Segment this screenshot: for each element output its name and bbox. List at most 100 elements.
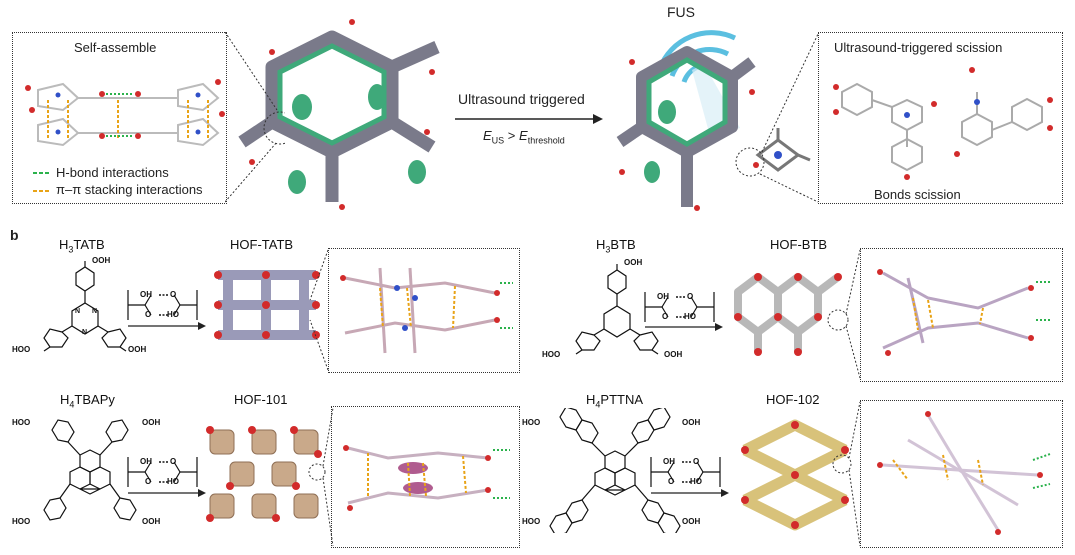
dimer-ho: HO xyxy=(167,310,179,319)
ligand-sub: 3 xyxy=(68,244,74,255)
dimer-oh: OH xyxy=(140,290,152,299)
self-assemble-box xyxy=(12,32,227,204)
framework-hof-tatb-illustration xyxy=(214,270,320,340)
hoo-group: HOO xyxy=(522,418,541,427)
zoom-box-hof-btb xyxy=(860,248,1063,382)
dimer-oh: OH xyxy=(663,457,675,466)
framework-hof-btb-illustration xyxy=(734,273,842,356)
ligand-prefix: H xyxy=(586,392,596,407)
dimer-o: O xyxy=(687,292,694,301)
framework-left-illustration xyxy=(238,19,440,210)
synthesis-arrow xyxy=(128,489,206,497)
panel-b-letter: b xyxy=(10,227,19,243)
ooh-group: OOH xyxy=(682,418,701,427)
scission-title: Ultrasound-triggered scission xyxy=(834,40,1003,55)
ooh-group: OOH xyxy=(624,258,643,267)
ooh-group: OOH xyxy=(142,517,161,526)
zoom-box-hof-102 xyxy=(860,400,1063,548)
molecule-h3btb xyxy=(575,264,659,355)
molecule-h4tbapy xyxy=(43,419,137,521)
dimer-o: O xyxy=(145,310,152,319)
ligand-prefix: H xyxy=(59,237,69,252)
ligand-prefix: H xyxy=(596,237,606,252)
broken-fragment-illustration xyxy=(753,128,811,172)
hbond-dimer-icon xyxy=(127,290,198,320)
ligand-label-h4pttna: H4PTTNA xyxy=(586,392,643,410)
svg-text:N: N xyxy=(92,308,97,315)
ooh-group: OOH xyxy=(128,345,147,354)
synthesis-arrow xyxy=(128,322,206,330)
zoom-connector-left xyxy=(225,32,285,203)
ooh-group: OOH xyxy=(682,517,701,526)
hbond-dimer-icon xyxy=(650,457,721,487)
ligand-suffix: PTTNA xyxy=(600,392,644,407)
ligand-sub: 4 xyxy=(595,399,601,410)
dimer-o: O xyxy=(693,457,700,466)
dimer-o: O xyxy=(668,477,675,486)
zoom-connector xyxy=(827,249,861,379)
ultrasound-arrow-label: Ultrasound triggered xyxy=(458,91,585,107)
scission-box xyxy=(818,32,1063,204)
framework-label-hof-101: HOF-101 xyxy=(234,392,288,407)
ooh-group: OOH xyxy=(664,350,683,359)
hbond-dimer-icon xyxy=(127,457,198,487)
framework-label-hof-btb: HOF-BTB xyxy=(770,237,828,252)
legend-pipi-swatch xyxy=(33,190,51,192)
hoo-group: HOO xyxy=(12,517,31,526)
ligand-prefix: H xyxy=(60,392,70,407)
legend-hbond-swatch xyxy=(33,172,51,174)
energy-condition: EUS > Ethreshold xyxy=(483,128,565,146)
hoo-group: HOO xyxy=(522,517,541,526)
hoo-group: HOO xyxy=(12,345,31,354)
dimer-o: O xyxy=(662,312,669,321)
ligand-label-h4tbapy: H4TBAPy xyxy=(60,392,115,410)
zoom-connector xyxy=(832,401,861,547)
hoo-group: HOO xyxy=(12,418,31,427)
ooh-group: OOH xyxy=(142,418,161,427)
stacking-detail-hof-tatb xyxy=(340,267,513,354)
energy-gt: > xyxy=(504,128,520,143)
framework-hof-101-illustration xyxy=(206,426,322,522)
dimer-ho: HO xyxy=(690,477,702,486)
scission-fragments-illustration xyxy=(833,67,1053,180)
bonds-scission-label: Bonds scission xyxy=(874,187,961,202)
synthesis-arrow xyxy=(645,323,723,331)
zoom-connector-right xyxy=(735,33,819,203)
energy-e-threshold: E xyxy=(519,128,528,143)
ligand-suffix: TBAPy xyxy=(74,392,115,407)
ligand-suffix: TATB xyxy=(73,237,105,252)
energy-e-us: E xyxy=(483,128,492,143)
dimer-oh: OH xyxy=(657,292,669,301)
synthesis-arrow xyxy=(651,489,729,497)
ooh-group: OOH xyxy=(92,256,111,265)
svg-text:N: N xyxy=(82,329,87,336)
energy-threshold-sub: threshold xyxy=(527,135,565,146)
dimer-oh: OH xyxy=(140,457,152,466)
fus-label: FUS xyxy=(667,4,695,20)
legend-pipi-label: π–π stacking interactions xyxy=(56,182,203,197)
dimer-stack-illustration xyxy=(25,79,225,147)
framework-hof-102-illustration xyxy=(741,419,849,531)
stacking-detail-hof-btb xyxy=(877,269,1052,356)
zoom-box-hof-101 xyxy=(331,406,520,548)
hbond-dimer-icon xyxy=(644,292,715,322)
ligand-sub: 4 xyxy=(69,399,75,410)
dimer-o: O xyxy=(170,457,177,466)
energy-us-sub: US xyxy=(491,135,505,146)
svg-text:N: N xyxy=(75,308,80,315)
zoom-connector xyxy=(309,249,329,371)
hoo-group: HOO xyxy=(542,350,561,359)
ligand-label-h3btb: H3BTB xyxy=(596,237,636,255)
dimer-o: O xyxy=(170,290,177,299)
stacking-detail-hof-101 xyxy=(343,445,510,511)
stacking-detail-hof-102 xyxy=(877,411,1051,535)
dimer-o: O xyxy=(145,477,152,486)
ligand-label-h3tatb: H3TATB xyxy=(59,237,105,255)
molecule-h4pttna xyxy=(549,408,681,533)
dimer-ho: HO xyxy=(684,312,696,321)
dimer-ho: HO xyxy=(167,477,179,486)
framework-label-hof-102: HOF-102 xyxy=(766,392,820,407)
framework-right-illustration xyxy=(616,46,756,211)
ligand-suffix: BTB xyxy=(610,237,636,252)
self-assemble-title: Self-assemble xyxy=(74,40,157,55)
